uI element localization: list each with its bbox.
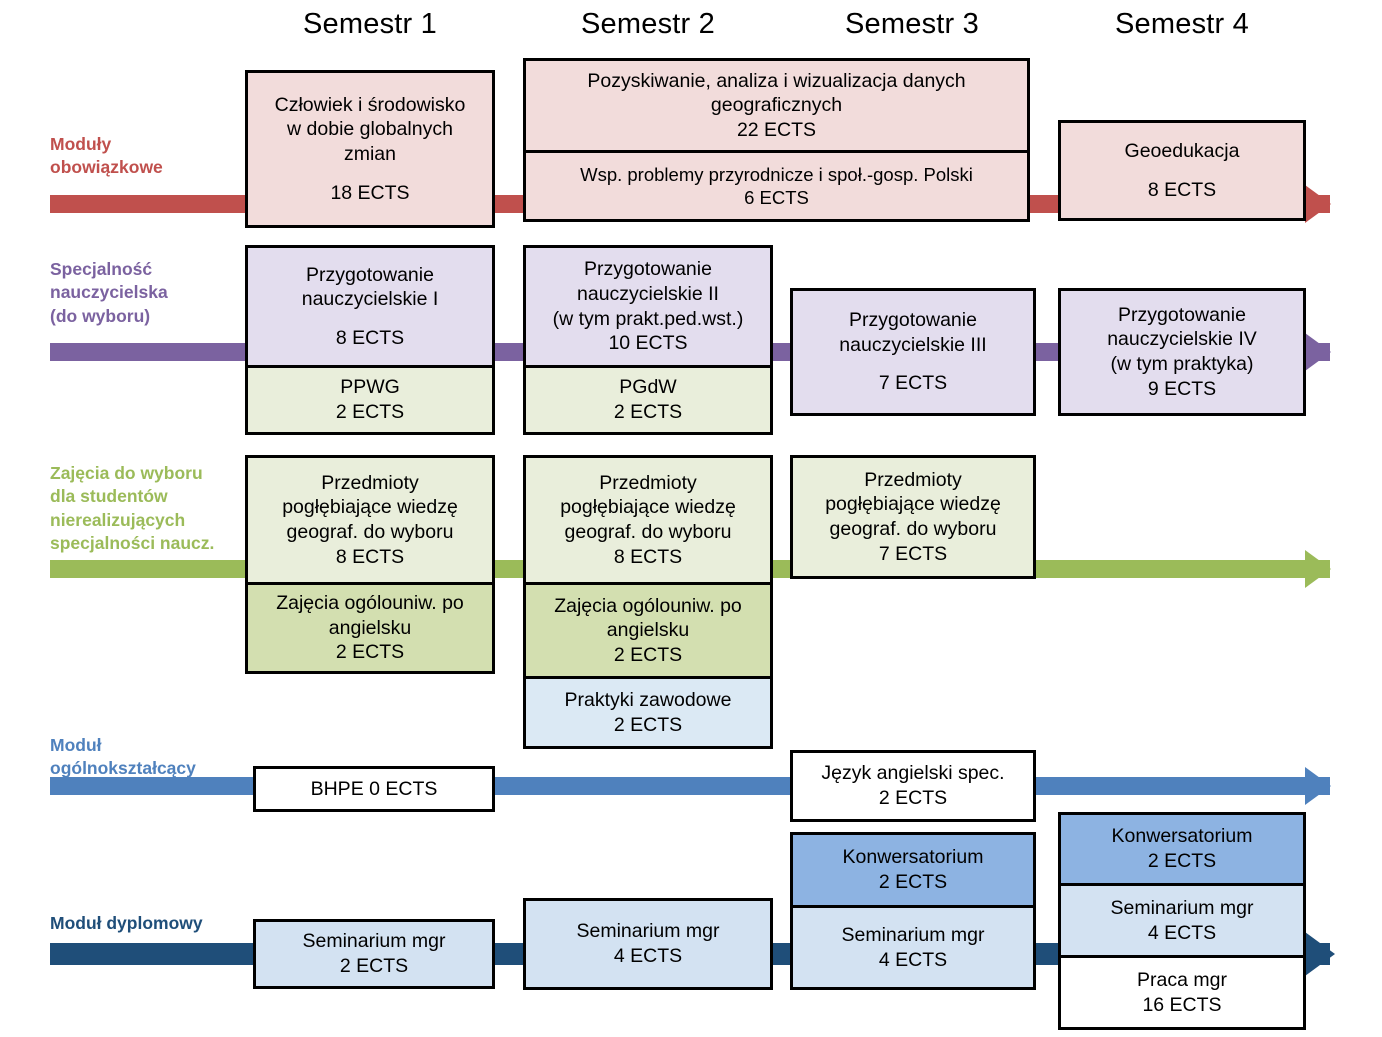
course-name: Zajęcia ogólouniw. po angielsku [276, 592, 464, 639]
course-ects: 6 ECTS [744, 187, 809, 208]
course-name: Przygotowanie nauczycielskie IV (w tym p… [1107, 303, 1257, 375]
course-name: Przygotowanie nauczycielskie II (w tym p… [552, 258, 744, 330]
course-ects: 2 ECTS [335, 401, 405, 423]
course-name: PPWG [340, 376, 400, 399]
course-box-bhpe[interactable]: BHPE 0 ECTS [253, 766, 495, 812]
course-name: PGdW [619, 376, 677, 399]
course-box-czlowiek-i-srodowisko[interactable]: Człowiek i środowisko w dobie globalnych… [245, 70, 495, 228]
timeline-arrow-dyplomowy [1305, 932, 1335, 976]
course-ects: 2 ECTS [335, 641, 405, 664]
course-name: Seminarium mgr [841, 923, 985, 946]
course-ects: 18 ECTS [330, 181, 410, 204]
course-ects: 22 ECTS [736, 118, 817, 141]
course-box-seminarium-sem2[interactable]: Seminarium mgr 4 ECTS [523, 898, 773, 990]
timeline-arrow-do-wyboru [1305, 550, 1331, 588]
course-box-przygotowanie-nauczycielskie-i[interactable]: Przygotowanie nauczycielskie I 8 ECTS PP… [245, 245, 495, 435]
course-box-przygotowanie-nauczycielskie-iii[interactable]: Przygotowanie nauczycielskie III 7 ECTS [790, 288, 1036, 416]
row-label-ogolnoksztalcacy: Moduł ogólnokształcący [50, 735, 196, 779]
course-name: Człowiek i środowisko w dobie globalnych… [274, 93, 466, 165]
course-box-konwersatorium-seminarium-praca-sem4[interactable]: Konwersatorium 2 ECTS Seminarium mgr 4 E… [1058, 812, 1306, 1030]
timeline-arrow-ogolnoksztalcacy [1305, 767, 1331, 805]
course-name: Praca mgr [1137, 968, 1227, 991]
row-label-do-wyboru: Zajęcia do wyboru dla studentów niereali… [50, 463, 215, 553]
course-name: Geoedukacja [1124, 139, 1240, 162]
row-label-obowiazkowe: Moduły obowiązkowe [50, 134, 163, 178]
course-ects: 7 ECTS [878, 372, 948, 395]
course-name: Seminarium mgr [576, 920, 720, 943]
course-name: Konwersatorium [842, 846, 984, 869]
course-ects: 2 ECTS [1147, 850, 1217, 872]
column-header-sem2: Semestr 2 [581, 8, 715, 40]
course-name: Praktyki zawodowe [564, 688, 732, 711]
course-ects: 4 ECTS [1147, 921, 1217, 944]
course-box-seminarium-sem1[interactable]: Seminarium mgr 2 ECTS [253, 919, 495, 989]
timeline-arrow-obowiazkowe [1305, 185, 1331, 223]
course-ects: 8 ECTS [335, 326, 405, 349]
row-label-dyplomowy: Moduł dyplomowy [50, 913, 203, 933]
course-name: Konwersatorium [1111, 825, 1253, 848]
course-ects: 8 ECTS [335, 545, 405, 568]
course-name: Przedmioty pogłębiające wiedzę geograf. … [560, 471, 736, 543]
course-box-przygotowanie-nauczycielskie-ii[interactable]: Przygotowanie nauczycielskie II (w tym p… [523, 245, 773, 435]
course-ects: 2 ECTS [878, 871, 948, 893]
course-box-przygotowanie-nauczycielskie-iv[interactable]: Przygotowanie nauczycielskie IV (w tym p… [1058, 288, 1306, 416]
course-ects: 10 ECTS [608, 332, 688, 355]
course-name: Język angielski spec. [821, 762, 1005, 785]
course-ects: 7 ECTS [878, 542, 948, 565]
course-name: Przedmioty pogłębiające wiedzę geograf. … [282, 471, 458, 543]
course-name: BHPE 0 ECTS [310, 777, 438, 800]
course-ects: 4 ECTS [878, 948, 948, 971]
column-header-sem4: Semestr 4 [1115, 8, 1249, 40]
course-box-konwersatorium-seminarium-sem3[interactable]: Konwersatorium 2 ECTS Seminarium mgr 4 E… [790, 832, 1036, 990]
course-name: Seminarium mgr [1110, 896, 1254, 919]
course-name: Przedmioty pogłębiające wiedzę geograf. … [825, 468, 1001, 540]
timeline-arrow-nauczycielska [1305, 333, 1331, 371]
column-header-sem1: Semestr 1 [303, 8, 437, 40]
timeline-bar-ogolnoksztalcacy [50, 777, 1330, 795]
course-ects: 16 ECTS [1142, 993, 1222, 1016]
course-ects: 2 ECTS [613, 401, 683, 423]
course-box-przedmioty-sem1[interactable]: Przedmioty pogłębiające wiedzę geograf. … [245, 455, 495, 674]
course-ects: 8 ECTS [1147, 178, 1217, 201]
course-box-jezyk-angielski[interactable]: Język angielski spec. 2 ECTS [790, 750, 1036, 822]
course-name: Wsp. problemy przyrodnicze i społ.-gosp.… [580, 163, 973, 185]
course-ects: 4 ECTS [613, 945, 683, 967]
course-name: Seminarium mgr [302, 930, 446, 953]
course-ects: 2 ECTS [613, 713, 683, 736]
course-ects: 2 ECTS [878, 787, 948, 809]
course-ects: 2 ECTS [613, 643, 683, 666]
course-box-przedmioty-sem2[interactable]: Przedmioty pogłębiające wiedzę geograf. … [523, 455, 773, 749]
course-box-pozyskiwanie-analiza[interactable]: Pozyskiwanie, analiza i wizualizacja dan… [523, 58, 1030, 222]
column-header-sem3: Semestr 3 [845, 8, 979, 40]
course-ects: 8 ECTS [613, 545, 683, 568]
course-box-geoedukacja[interactable]: Geoedukacja 8 ECTS [1058, 120, 1306, 221]
course-box-przedmioty-sem3[interactable]: Przedmioty pogłębiające wiedzę geograf. … [790, 455, 1036, 579]
course-ects: 2 ECTS [339, 955, 409, 977]
row-label-nauczycielska: Specjalność nauczycielska (do wyboru) [50, 259, 168, 326]
course-name: Pozyskiwanie, analiza i wizualizacja dan… [587, 69, 966, 117]
course-ects: 9 ECTS [1147, 377, 1217, 400]
course-name: Przygotowanie nauczycielskie III [839, 309, 987, 356]
course-name: Zajęcia ogólouniw. po angielsku [554, 594, 742, 642]
course-name: Przygotowanie nauczycielskie I [301, 263, 439, 311]
